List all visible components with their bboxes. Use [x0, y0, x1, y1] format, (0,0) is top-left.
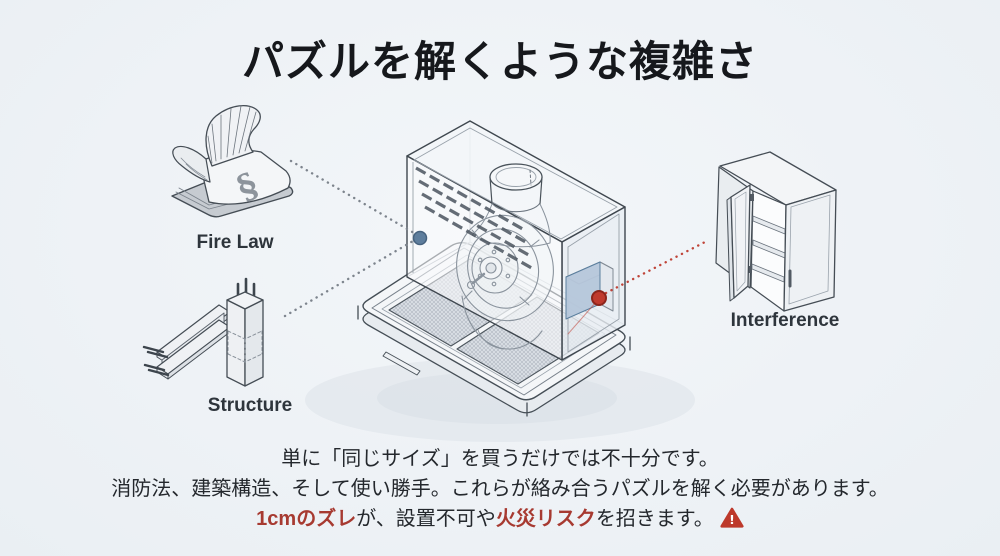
- blower-fan: [456, 214, 554, 350]
- warning-triangle-icon: !: [720, 507, 744, 528]
- interference-label: Interference: [730, 310, 840, 331]
- exhaust-duct: [471, 163, 551, 248]
- interference-point-marker: [591, 290, 607, 306]
- fire-law-label: Fire Law: [196, 232, 274, 253]
- caption-highlight-fire-risk: 火災リスク: [495, 508, 596, 530]
- caption-line-3-mid: が、設置不可や: [356, 508, 496, 530]
- vent-slats: [415, 166, 532, 270]
- fire-law-book-icon: §: [171, 105, 294, 218]
- caption-line-3: 1cmのズレが、設置不可や火災リスクを招きます。!: [0, 504, 1000, 534]
- structure-label: Structure: [207, 395, 293, 416]
- hinge-bottom: [748, 266, 752, 273]
- caption-line-1: 単に「同じサイズ」を買うだけでは不十分です。: [281, 448, 719, 470]
- caption-block: 単に「同じサイズ」を買うだけでは不十分です。 消防法、建築構造、そして使い勝手。…: [0, 444, 1000, 534]
- caption-line-2: 消防法、建築構造、そして使い勝手。これらが絡み合うパズルを解く必要があります。: [111, 478, 889, 500]
- handle-slot: [382, 351, 421, 376]
- interference-leader-line: [567, 300, 598, 335]
- interference-connector-line: [604, 239, 709, 295]
- fire-law-connector-line: [289, 159, 416, 235]
- structure-column-icon: [142, 277, 264, 387]
- caption-line-3-tail: を招きます。: [595, 508, 714, 530]
- caption-highlight-1cm: 1cmのズレ: [256, 508, 357, 530]
- constraint-point-marker: [412, 230, 428, 246]
- warning-exclamation-mark: !: [729, 512, 735, 527]
- interference-cabinet-icon: [715, 151, 837, 312]
- hinge-top: [750, 194, 754, 201]
- structure-connector-line: [283, 239, 415, 318]
- page-title: パズルを解くような複雑さ: [241, 38, 758, 85]
